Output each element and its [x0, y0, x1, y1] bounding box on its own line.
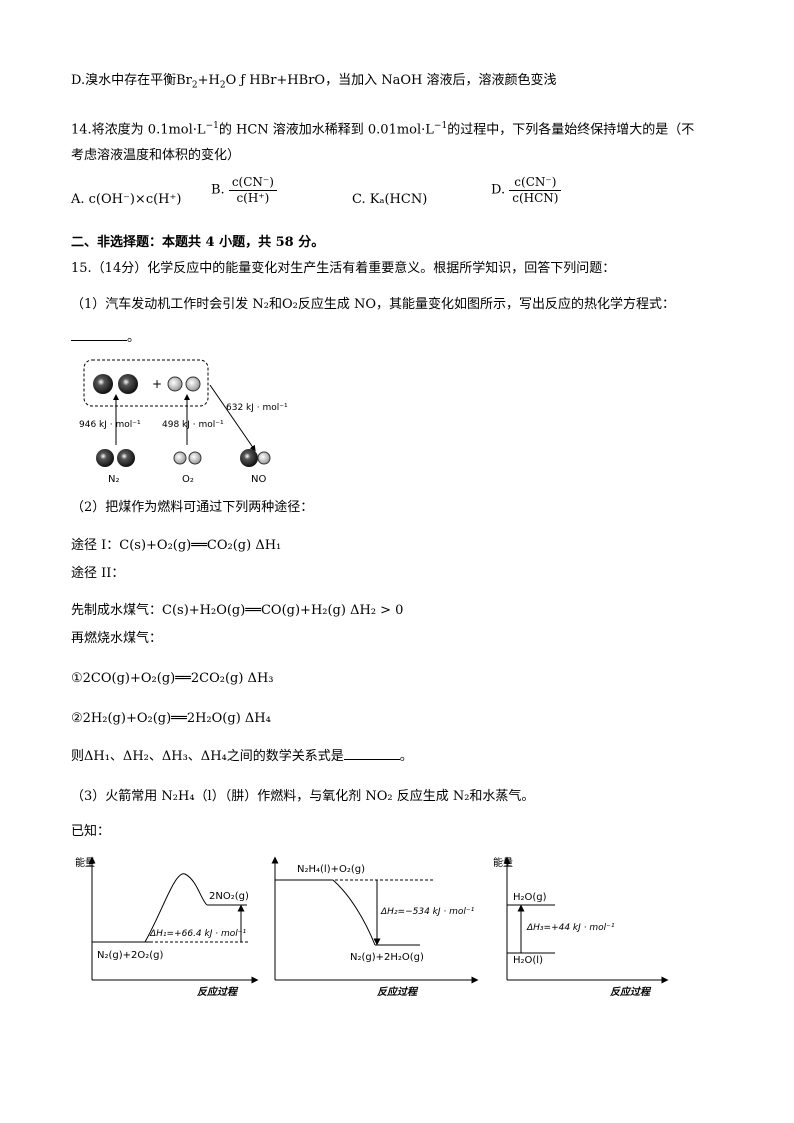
q15-part3: （3）火箭常用 N₂H₄（l）（肼）作燃料，与氧化剂 NO₂ 反应生成 N₂和水… [71, 789, 535, 804]
answer-blank[interactable] [343, 747, 400, 760]
answer-blank[interactable] [71, 328, 127, 341]
reactant-box [83, 359, 209, 407]
known-label: 已知： [71, 824, 111, 839]
q15-intro: 15.（14分）化学反应中的能量变化对生产生活有着重要意义。根据所学知识，回答下… [71, 261, 616, 276]
q15-part2: （2）把煤作为燃料可通过下列两种途径： [71, 500, 314, 515]
energy-chart-3: 能量 反应过程 H₂O(g) H₂O(l) ΔH₃=+44 kJ · mol⁻¹ [493, 856, 669, 998]
q13-option-d: D.溴水中存在平衡Br2+H2O ƒ HBr+HBrO，当加入 NaOH 溶液后… [71, 73, 557, 91]
step-water-gas: 先制成水煤气：C(s)+H₂O(g)══CO(g)+H₂(g) ΔH₂ > 0 [71, 603, 404, 618]
y-axis-label: 能量 [75, 856, 95, 869]
energy-diagrams: 能量 反应过程 2NO₂(g) N₂(g)+2O₂(g) ΔH₁=+66.4 k… [75, 856, 669, 998]
chart1-product: 2NO₂(g) [209, 891, 249, 902]
section-heading: 二、非选择题：本题共 4 小题，共 58 分。 [71, 235, 325, 250]
q14-option-b: B. c(CN⁻)c(H⁺) [211, 175, 277, 206]
q14-stem-line1: 14.将浓度为 0.1mol·L−1的 HCN 溶液加水稀释到 0.01mol·… [71, 121, 695, 138]
q14-option-c: C. Kₐ(HCN) [352, 192, 428, 207]
o2-label: O₂ [182, 474, 194, 485]
q15-part1: （1）汽车发动机工作时会引发 N₂和O₂反应生成 NO，其能量变化如图所示，写出… [71, 297, 676, 312]
relation-question: 则ΔH₁、ΔH₂、ΔH₃、ΔH₄之间的数学关系式是。 [71, 747, 413, 764]
energy-chart-1: 能量 反应过程 2NO₂(g) N₂(g)+2O₂(g) ΔH₁=+66.4 k… [75, 856, 259, 998]
chart3-bottom: H₂O(l) [513, 955, 543, 966]
q14-stem-line2: 考虑溶液温度和体积的变化） [71, 148, 241, 163]
q14-option-a: A. c(OH⁻)×c(H⁺) [71, 192, 182, 207]
n2-bond-energy: 946 kJ · mol⁻¹ [79, 420, 141, 430]
n2-label: N₂ [108, 474, 120, 485]
chart3-delta-h: ΔH₃=+44 kJ · mol⁻¹ [526, 923, 615, 933]
no-bond-energy: 632 kJ · mol⁻¹ [226, 403, 288, 413]
chart1-reactant: N₂(g)+2O₂(g) [97, 950, 164, 961]
n-atom-icon [93, 374, 113, 394]
energy-chart-2: 反应过程 N₂H₄(l)+O₂(g) N₂(g)+2H₂O(g) ΔH₂=−53… [271, 856, 479, 998]
route-2: 途径 II： [71, 566, 125, 581]
n-atom-icon [118, 374, 138, 394]
x-axis-label: 反应过程 [197, 986, 239, 998]
x-axis-label: 反应过程 [377, 986, 419, 998]
plus-sign: + [152, 377, 162, 391]
q14-option-d: D. c(CN⁻)c(HCN) [491, 175, 562, 206]
step-burn: 再燃烧水煤气： [71, 631, 163, 646]
chart2-reactant: N₂H₄(l)+O₂(g) [297, 864, 365, 875]
o2-bond-energy: 498 kJ · mol⁻¹ [162, 420, 224, 430]
equation-1: ①2CO(g)+O₂(g)══2CO₂(g) ΔH₃ [71, 671, 274, 686]
chart1-delta-h: ΔH₁=+66.4 kJ · mol⁻¹ [149, 929, 246, 939]
x-axis-label: 反应过程 [610, 986, 652, 998]
o-atom-icon [167, 376, 183, 392]
q15-part1-answer: 。 [71, 328, 140, 347]
bond-energy-figure: + 946 kJ · mol⁻¹ 498 kJ · mol⁻¹ 632 kJ ·… [79, 359, 288, 485]
route-1: 途径 I：C(s)+O₂(g)══CO₂(g) ΔH₁ [71, 538, 282, 553]
o-atom-icon [185, 376, 201, 392]
equation-2: ②2H₂(g)+O₂(g)══2H₂O(g) ΔH₄ [71, 711, 271, 726]
no-label: NO [251, 474, 266, 485]
y-axis-label: 能量 [493, 856, 513, 869]
chart2-product: N₂(g)+2H₂O(g) [350, 952, 424, 963]
chart3-top: H₂O(g) [513, 892, 547, 903]
chart2-delta-h: ΔH₂=−534 kJ · mol⁻¹ [380, 907, 475, 917]
